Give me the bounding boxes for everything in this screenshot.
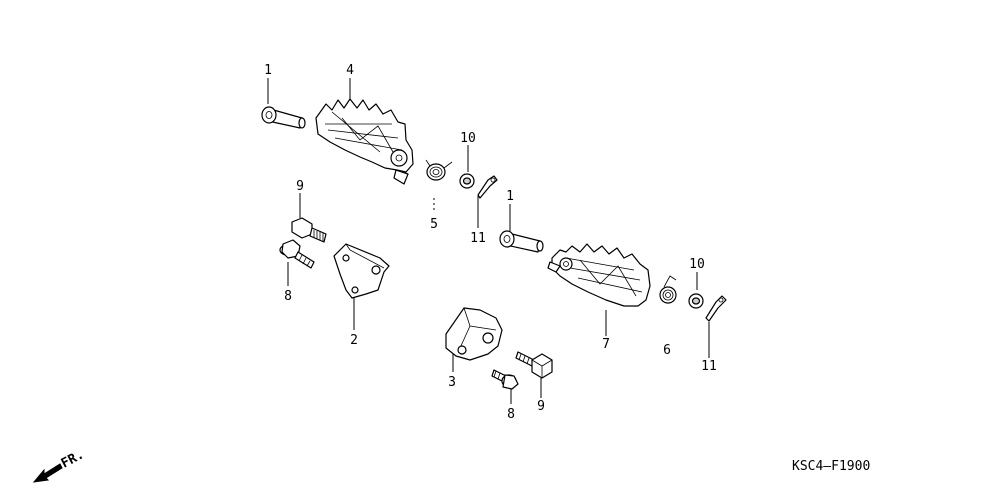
pivot-pin-lower <box>499 230 544 253</box>
callout-9-lower: 9 <box>537 399 545 414</box>
callout-10-lower: 10 <box>689 257 705 272</box>
callout-6: 6 <box>663 343 671 358</box>
callout-7: 7 <box>602 337 610 352</box>
diagram-code: KSC4—F1900 <box>792 459 870 474</box>
bolt-lower <box>515 351 553 379</box>
bracket-lower <box>445 307 503 361</box>
callout-11-lower: 11 <box>701 359 717 374</box>
front-label: FR. <box>59 447 87 471</box>
spring-lower <box>659 275 677 304</box>
washer-lower <box>688 293 704 309</box>
callout-1-lower: 1 <box>506 189 514 204</box>
callout-10-upper: 10 <box>460 131 476 146</box>
spring-upper <box>425 159 453 181</box>
callout-3: 3 <box>448 375 456 390</box>
callout-4: 4 <box>346 63 354 78</box>
flange-bolt-upper <box>279 239 315 269</box>
bolt-upper <box>291 217 327 243</box>
footpeg-lower <box>547 243 651 307</box>
cotter-pin-lower <box>705 295 727 322</box>
flange-bolt-lower <box>491 369 519 390</box>
callout-labels: 1 4 10 9 5 11 1 8 2 10 7 6 11 3 8 9 <box>264 63 717 422</box>
callout-8-lower: 8 <box>507 407 515 422</box>
washer-upper <box>459 173 475 189</box>
callout-9-upper: 9 <box>296 179 304 194</box>
cotter-pin-upper <box>477 175 498 199</box>
footpeg-upper <box>315 98 414 185</box>
callout-5: 5 <box>430 217 438 232</box>
callout-1-upper: 1 <box>264 63 272 78</box>
front-direction-indicator: FR. <box>32 447 87 483</box>
callout-2: 2 <box>350 333 358 348</box>
pivot-pin-upper <box>261 106 306 129</box>
callout-11-upper: 11 <box>470 231 486 246</box>
front-arrow-icon <box>32 463 63 483</box>
callout-8-upper: 8 <box>284 289 292 304</box>
bracket-upper <box>333 243 390 299</box>
